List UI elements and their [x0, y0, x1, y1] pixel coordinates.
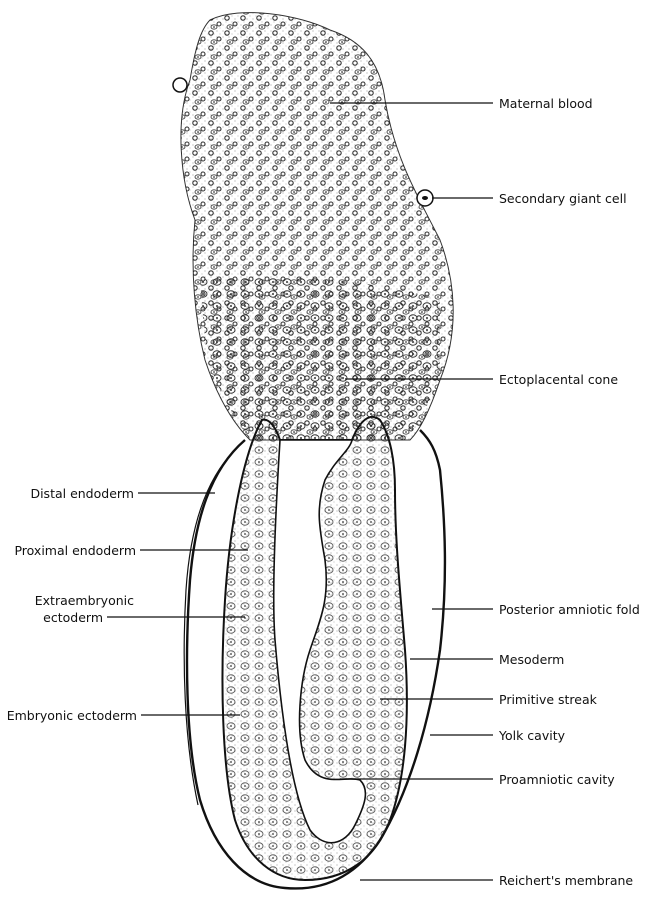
label-secondary-giant-cell: Secondary giant cell	[499, 191, 627, 206]
label-ectoplacental-cone: Ectoplacental cone	[499, 372, 619, 387]
label-yolk-cavity: Yolk cavity	[499, 728, 566, 743]
leader-lines	[107, 102, 493, 881]
reicherts-membrane-shape	[185, 429, 447, 890]
label-extraembryonic-ectoderm-line2: ectoderm	[43, 610, 103, 625]
label-maternal-blood: Maternal blood	[499, 96, 593, 111]
label-mesoderm: Mesoderm	[499, 652, 565, 667]
label-distal-endoderm: Distal endoderm	[30, 486, 134, 501]
label-reicherts-membrane: Reichert's membrane	[499, 873, 634, 888]
label-posterior-amniotic-fold: Posterior amniotic fold	[499, 602, 640, 617]
label-proximal-endoderm: Proximal endoderm	[14, 543, 136, 558]
label-primitive-streak: Primitive streak	[499, 692, 597, 707]
label-proamniotic-cavity: Proamniotic cavity	[499, 772, 615, 787]
label-embryonic-ectoderm: Embryonic ectoderm	[6, 708, 137, 723]
label-extraembryonic-ectoderm-line1: Extraembryonic	[34, 593, 134, 608]
